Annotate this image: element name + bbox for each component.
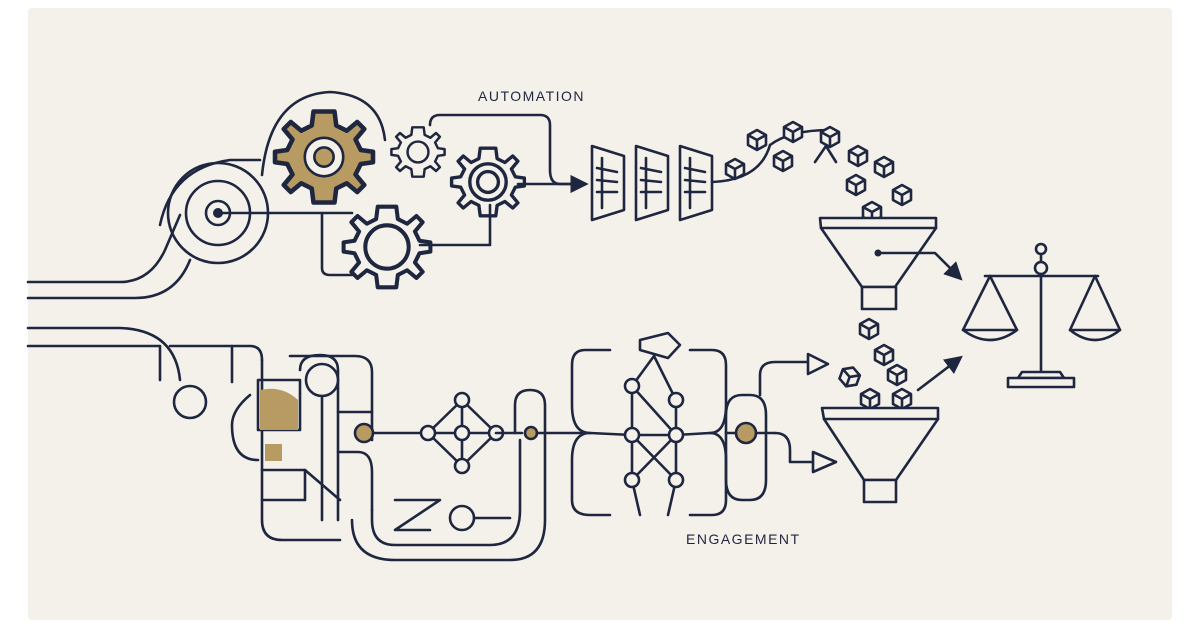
route-up <box>758 360 812 397</box>
input-line-3 <box>26 326 182 382</box>
input-line-2 <box>26 258 192 300</box>
automation-flow <box>26 90 963 311</box>
capsule-node <box>724 393 777 502</box>
pipe-node-1 <box>172 384 208 420</box>
gear-arc <box>260 90 387 177</box>
gear-loop <box>320 211 354 277</box>
automation-label: AUTOMATION <box>478 88 586 104</box>
top-funnel-icon <box>818 216 963 311</box>
bottom-funnel-icon <box>820 355 963 504</box>
large-gear-icon <box>344 207 431 288</box>
node-graph-left <box>419 391 505 475</box>
engagement-flow <box>26 317 963 562</box>
filter-screens <box>590 144 714 222</box>
background-panel <box>28 8 1172 620</box>
route-down <box>773 431 817 464</box>
gold-node-left <box>353 422 375 444</box>
lower-loop-1 <box>370 438 522 547</box>
arrow-down-head <box>811 450 838 474</box>
small-gear-icon <box>390 126 446 178</box>
pipe-hook <box>230 393 260 462</box>
gold-node-mid <box>523 425 539 441</box>
gear-link <box>418 203 492 247</box>
pipe-node-2 <box>448 504 476 532</box>
input-line-1 <box>26 213 182 284</box>
engagement-label: ENGAGEMENT <box>686 531 801 547</box>
node-graph-center <box>570 331 728 517</box>
input-line-4 <box>26 344 162 382</box>
middle-gear-icon <box>449 146 527 218</box>
arrow-up-head <box>806 352 830 376</box>
lower-loop-2 <box>350 388 547 562</box>
pipe-top <box>168 344 264 362</box>
gold-gear-icon <box>275 112 373 203</box>
cube-stream-top <box>710 120 913 224</box>
balance-scale-icon <box>961 242 1122 389</box>
top-route <box>428 113 589 194</box>
machine-block <box>256 353 374 542</box>
zigzag <box>393 498 442 532</box>
